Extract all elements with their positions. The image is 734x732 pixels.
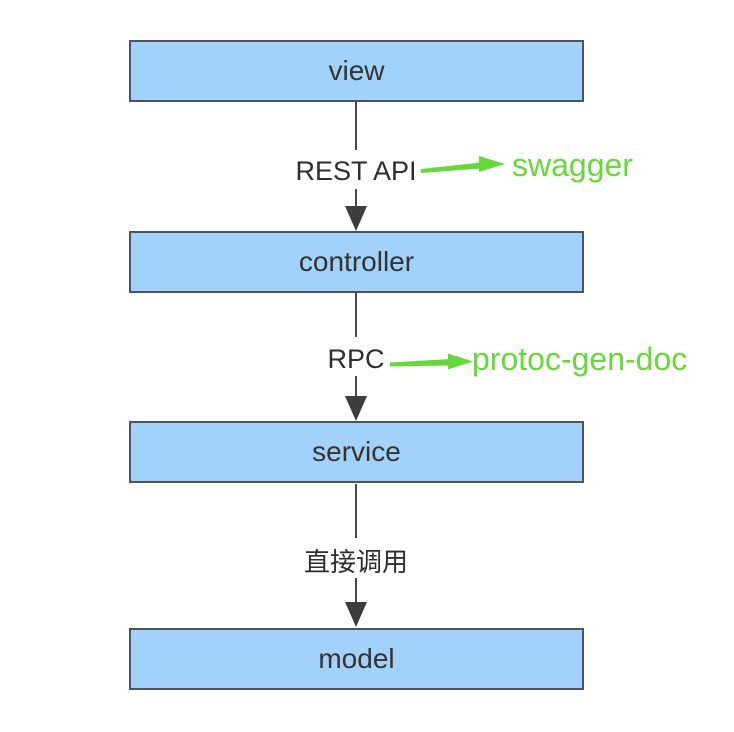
edge-line-controller-service-lower [355,376,357,396]
node-controller: controller [129,231,584,293]
node-view: view [129,40,584,102]
annotation-protoc-gen-doc-text: protoc-gen-doc [472,341,688,377]
green-right-arrow-icon [421,156,505,173]
green-right-arrow-icon [390,353,473,370]
edge-line-view-controller-upper [355,102,357,150]
down-arrowhead-icon [345,206,367,231]
node-controller-label: controller [298,246,415,277]
node-model: model [129,628,584,690]
edge-label-direct-call: 直接调用 [303,547,409,577]
edge-label-rpc: RPC [327,344,385,374]
node-service-label: service [312,436,401,467]
annotation-swagger-text: swagger [512,147,633,183]
edge-line-service-model-upper [355,484,357,538]
node-model-label: model [318,643,395,674]
down-arrowhead-icon [345,602,367,627]
down-arrowhead-icon [345,396,367,421]
node-view-label: view [328,55,385,86]
edge-line-view-controller-lower [355,189,357,206]
edge-label-rest-api: REST API [295,156,417,186]
edge-line-service-model-lower [355,578,357,602]
edge-line-controller-service-upper [355,293,357,337]
node-service: service [129,421,584,483]
